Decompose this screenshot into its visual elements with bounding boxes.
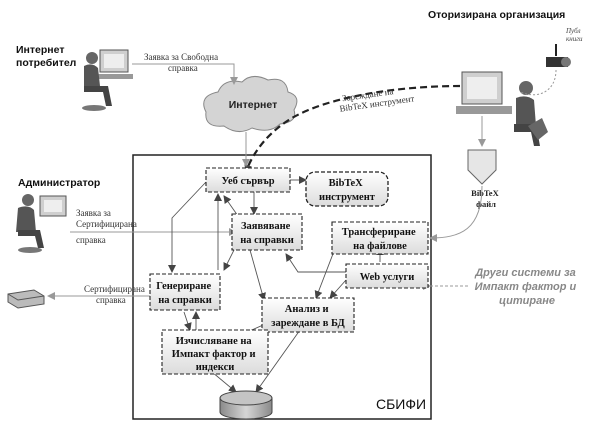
database-cylinder[interactable] (219, 390, 273, 420)
svg-text:Заявяване на справки: Заявяване на справки (240, 221, 294, 246)
module-impact-calculation[interactable]: Изчисляване на Импакт фактор и индекси (161, 329, 269, 375)
flow-free-request-label: Заявка за Свободна справка (144, 52, 220, 73)
flow-free-request (132, 63, 238, 85)
module-bibtex-tool[interactable]: BibTeX инструмент (305, 171, 389, 207)
authorized-org-figure (456, 71, 548, 146)
internet-user-label: Интернет потребител (16, 44, 76, 69)
svg-text:Анализ и зареждане в БД: Анализ и зареждане в БД (271, 304, 345, 329)
svg-text:Уеб сървър: Уеб сървър (221, 176, 274, 187)
public-books-label: Публ книги (565, 27, 583, 43)
svg-text:Изчисляване на Импакт фа: Изчисляване на Импакт фактор и индекси (172, 336, 258, 373)
module-request-processing[interactable]: Заявяване на справки (231, 213, 303, 251)
module-report-generation[interactable]: Генериране на справки (149, 273, 221, 311)
svg-text:Генериране на справки: Генериране на справки (156, 281, 214, 306)
flow-certified-request-label: Заявка за Сертифицирана справка (76, 208, 139, 245)
internet-cloud (203, 76, 298, 132)
module-web-services[interactable]: Web услуги (345, 263, 429, 289)
svg-text:Web услуги: Web услуги (360, 272, 415, 283)
authorized-org-label: Оторизирана организация (428, 9, 565, 21)
system-label: СБИФИ (376, 396, 426, 412)
administrator-label: Администратор (18, 177, 100, 189)
internet-user-figure (82, 49, 133, 111)
internet-cloud-label: Интернет (229, 99, 277, 111)
bibtex-file-icon (467, 149, 497, 185)
public-books-stack (546, 44, 571, 67)
module-analysis-loading[interactable]: Анализ и зареждане в БД (261, 297, 355, 333)
svg-text:BibTeX инструмент: BibTeX инструмент (319, 178, 376, 203)
flow-certified-report-label: Сертифицирана справка (84, 284, 147, 305)
internal-flows (168, 176, 384, 393)
module-web-server[interactable]: Уеб сървър (205, 167, 291, 193)
svg-text:Трансфериране на файлове: Трансфериране на файлове (342, 227, 419, 252)
other-systems-label: Други системи за Импакт фактор и цитиран… (474, 267, 579, 307)
system-boundary (132, 154, 432, 420)
printer-device (7, 289, 45, 309)
bibtex-file-label: BibTeX файл (471, 188, 501, 209)
flow-file-to-transfer (429, 185, 483, 242)
public-books-link (519, 69, 557, 96)
administrator-figure (16, 194, 67, 253)
module-file-transfer[interactable]: Трансфериране на файлове (331, 221, 429, 255)
flow-load-bibtex (244, 84, 461, 173)
